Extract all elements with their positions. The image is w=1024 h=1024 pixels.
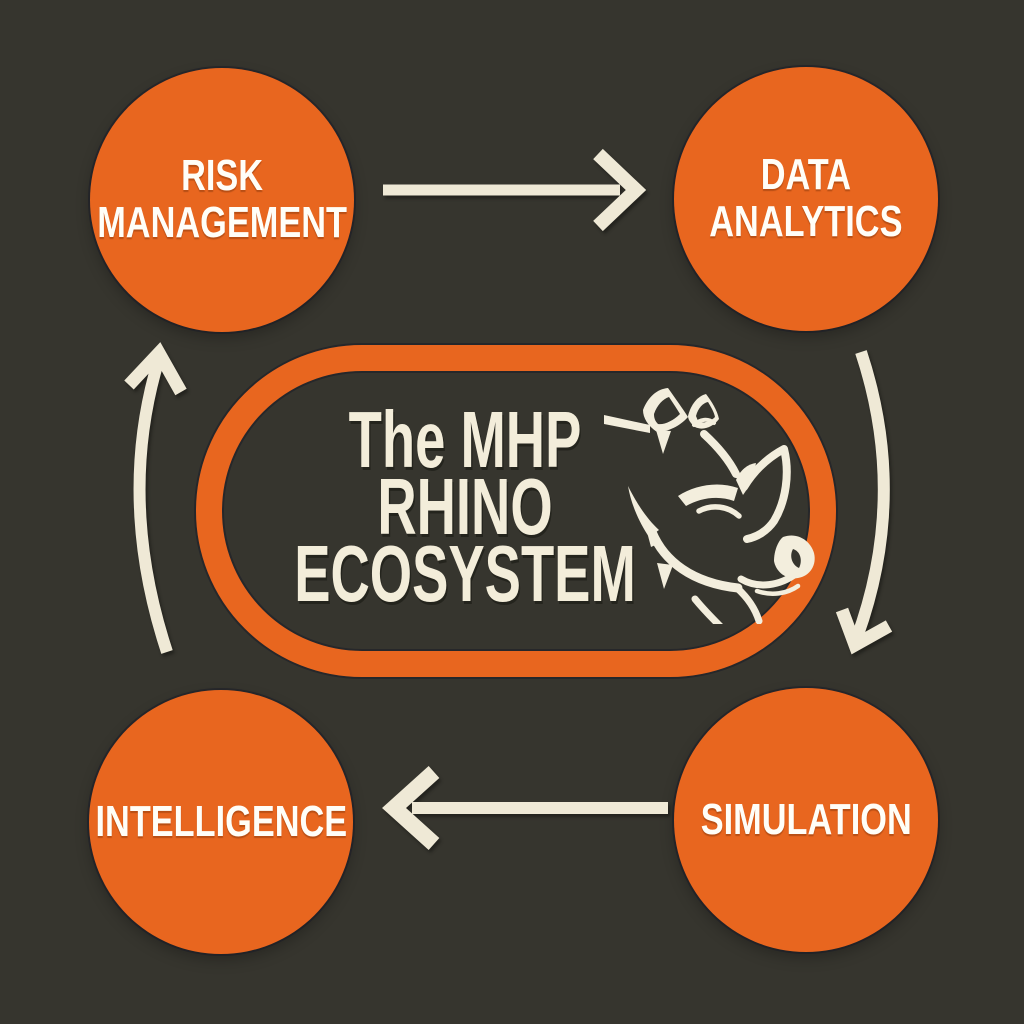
- arrowhead-left: [382, 766, 440, 850]
- arrowhead-right: [593, 148, 647, 232]
- arrowhead-down: [835, 607, 893, 655]
- node-simulation: SIMULATION: [674, 688, 938, 952]
- rhino-head-icon: [604, 388, 815, 624]
- rhino-nostril: [791, 549, 801, 568]
- arrow-data-to-simulation: [835, 350, 893, 655]
- arrow-intelligence-to-risk: [124, 342, 187, 654]
- arrowhead-up: [124, 342, 187, 396]
- node-data-analytics: DATA ANALYTICS: [674, 67, 938, 331]
- node-label-line: DATA: [760, 150, 852, 200]
- center-title-line1: The MHP: [348, 395, 582, 484]
- node-intelligence: INTELLIGENCE: [89, 690, 353, 954]
- center-title-line3: ECOSYSTEM: [294, 529, 636, 618]
- node-label-line: RISK: [181, 151, 264, 201]
- center-title-line2: RHINO: [377, 462, 553, 551]
- arrow-risk-to-data: [383, 148, 647, 232]
- rhino-back-line: [604, 415, 650, 433]
- rhino-horn: [740, 445, 791, 543]
- rhino-mouth: [737, 569, 801, 589]
- node-label-line: SIMULATION: [700, 794, 912, 844]
- node-risk-management: RISK MANAGEMENT: [90, 68, 354, 332]
- rhino-eye: [696, 504, 742, 519]
- rhino-forehead: [700, 430, 740, 478]
- rhino-brow: [678, 484, 738, 506]
- node-label-line: ANALYTICS: [709, 197, 903, 246]
- node-data-analytics-label: DATA ANALYTICS: [709, 152, 902, 245]
- node-label-line: MANAGEMENT: [97, 198, 347, 247]
- node-simulation-label: SIMULATION: [700, 794, 912, 844]
- node-risk-management-label: RISK MANAGEMENT: [97, 153, 347, 246]
- center-title: The MHP RHINO ECOSYSTEM: [288, 395, 642, 618]
- node-label-line: INTELLIGENCE: [95, 796, 347, 846]
- arrow-simulation-to-intelligence: [382, 766, 668, 850]
- node-intelligence-label: INTELLIGENCE: [95, 796, 347, 846]
